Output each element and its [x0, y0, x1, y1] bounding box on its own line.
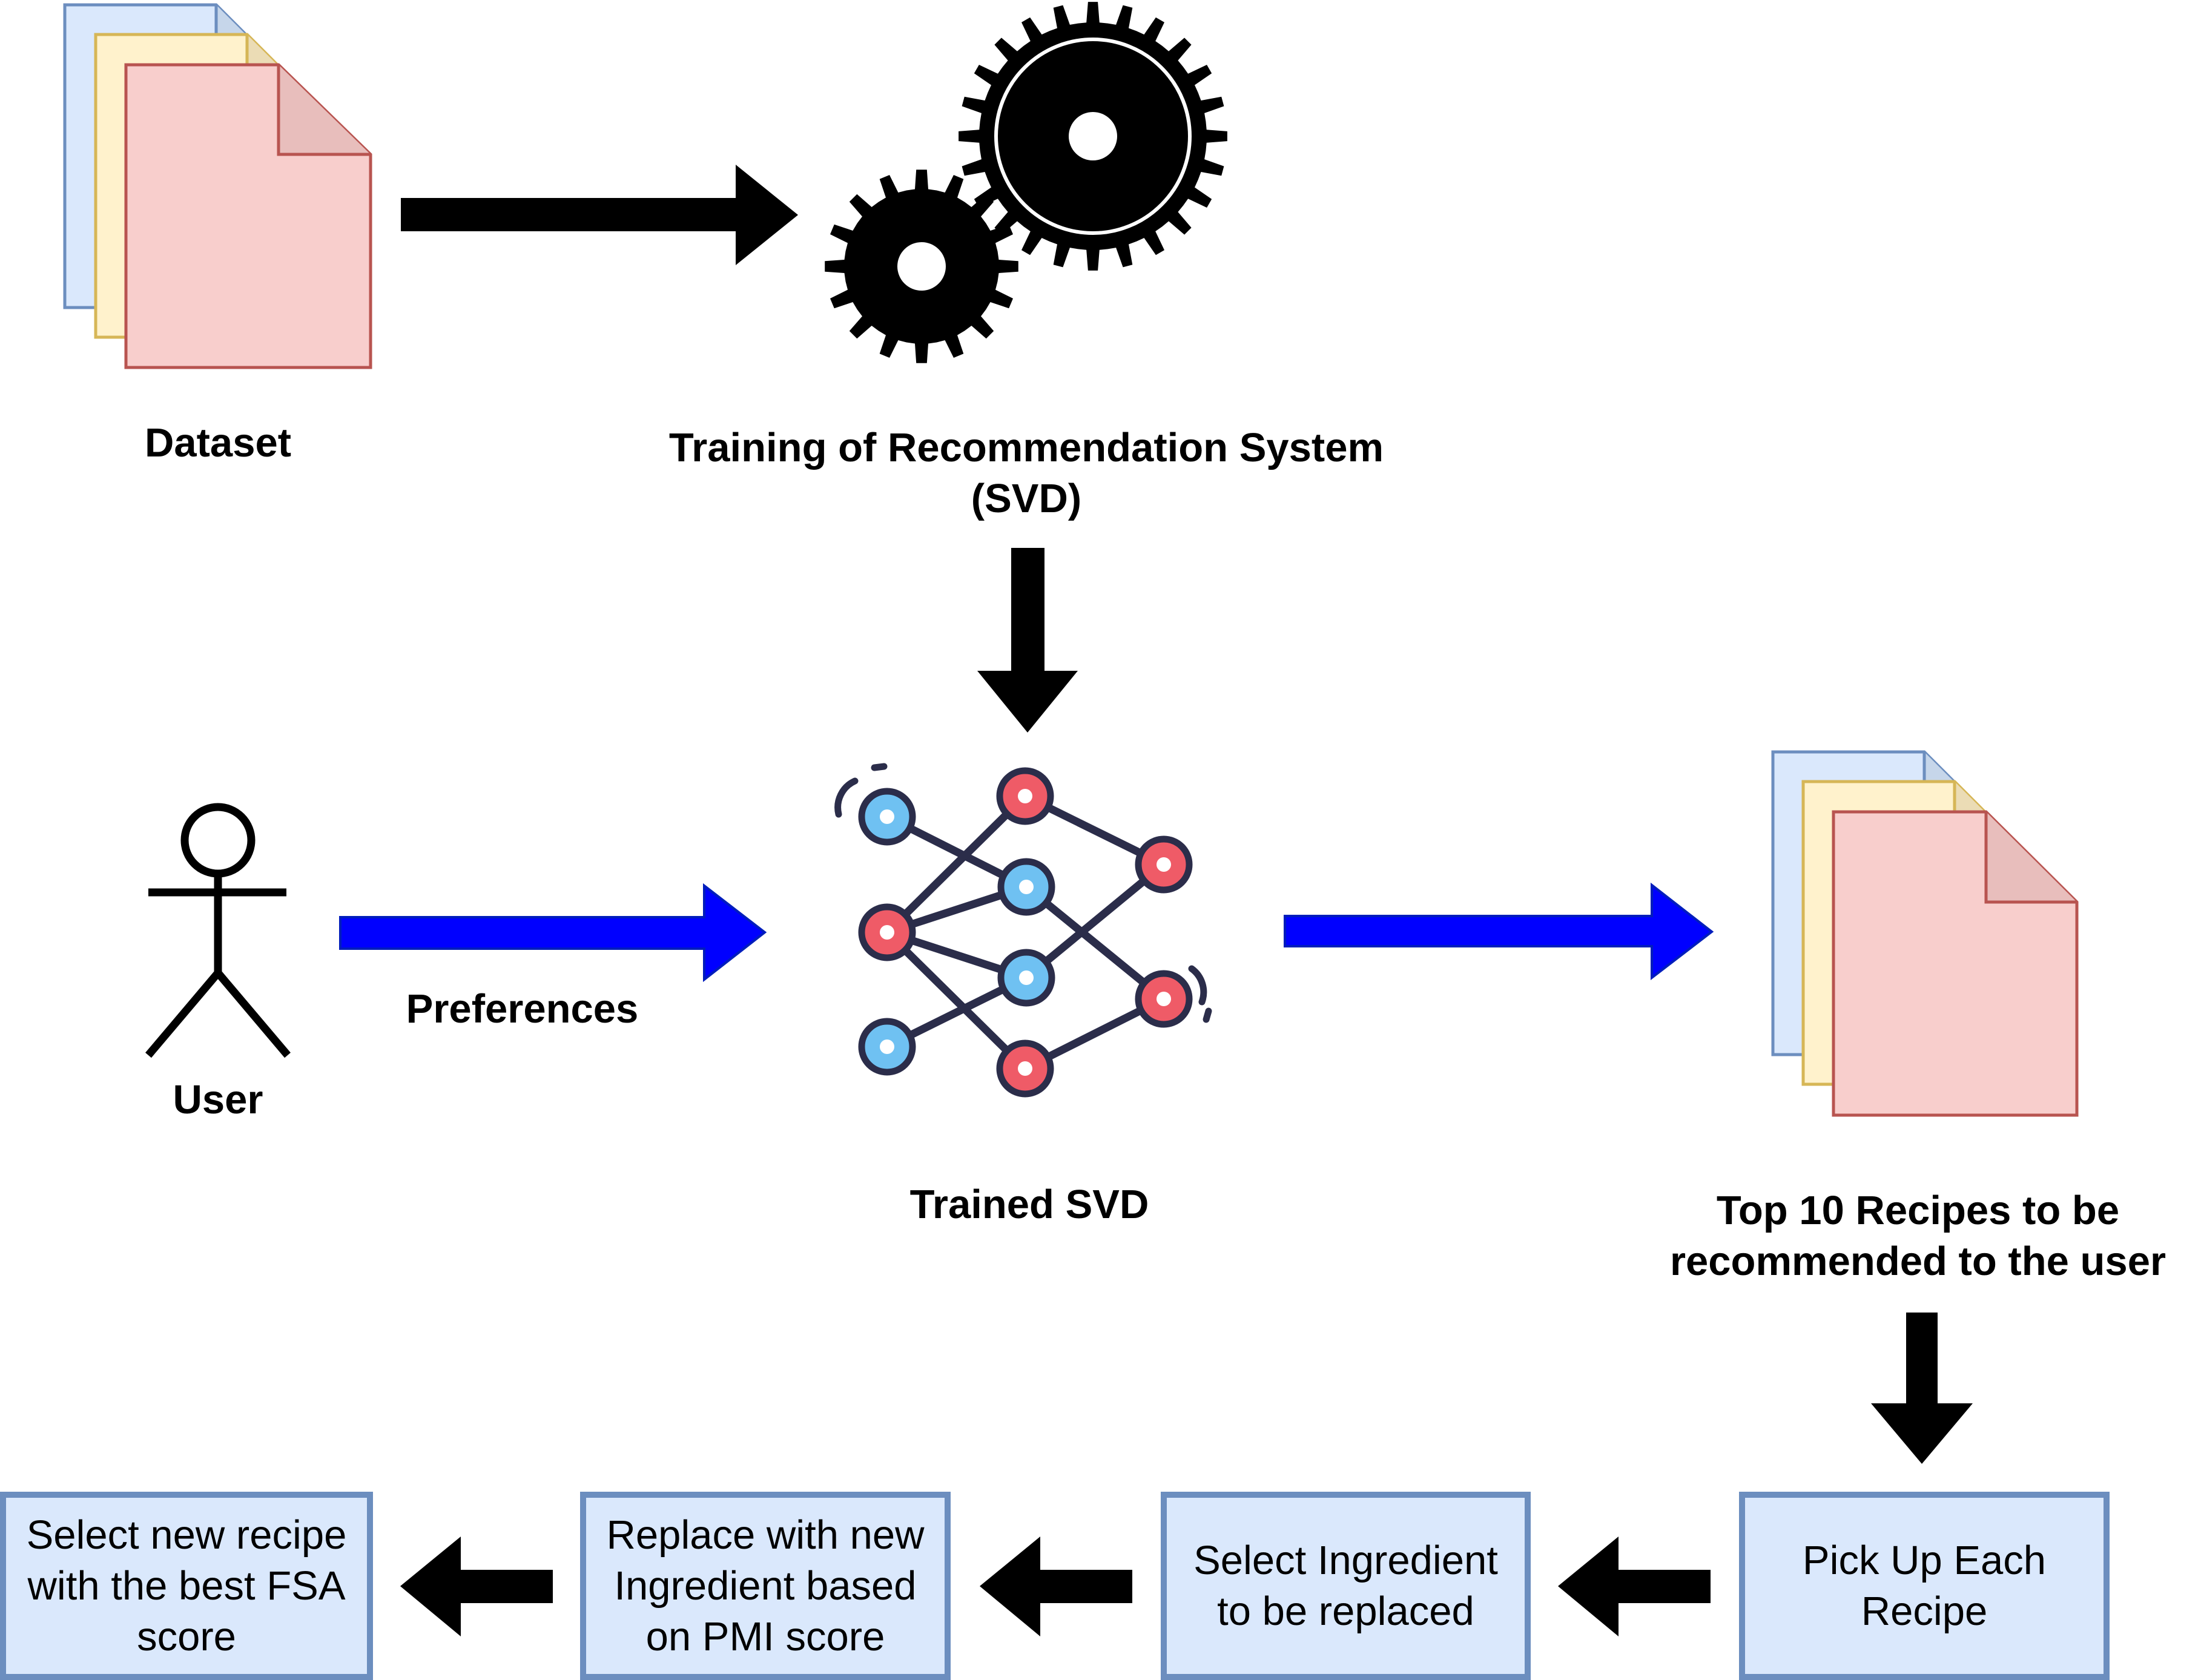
training-label: Training of Recommendation System (SVD) — [606, 423, 1447, 524]
trained-svd-label: Trained SVD — [909, 1182, 1149, 1227]
arrow-svd-to-recipes — [1284, 882, 1714, 981]
select-ingredient-box: Select Ingredient to be replaced — [1161, 1492, 1531, 1680]
neural-network-icon — [834, 763, 1212, 1098]
replace-line3: on PMI score — [645, 1613, 885, 1659]
arrow-dataset-to-training — [401, 165, 798, 265]
pick-up-each-recipe-box: Pick Up Each Recipe — [1739, 1492, 2110, 1680]
pick-up-line2: Recipe — [1861, 1588, 1988, 1634]
top-recipes-label: Top 10 Recipes to be recommended to the … — [1635, 1185, 2201, 1287]
user-stick-figure-icon — [145, 803, 291, 1058]
gears-icon — [825, 2, 1227, 363]
user-label: User — [173, 1077, 263, 1122]
arrow-replace-to-select-recipe — [400, 1537, 553, 1636]
select-ingredient-line2: to be replaced — [1217, 1588, 1474, 1634]
arrow-select-ingredient-to-replace — [980, 1537, 1132, 1636]
pick-up-line1: Pick Up Each — [1802, 1537, 2047, 1583]
arrow-recipes-to-pickup — [1871, 1313, 1973, 1464]
arrow-preferences — [339, 883, 767, 983]
select-recipe-line2: with the best FSA — [27, 1563, 346, 1609]
top-recipes-documents-icon — [1771, 750, 2079, 1117]
preferences-label: Preferences — [406, 986, 639, 1032]
dataset-documents-icon — [63, 3, 372, 369]
dataset-label: Dataset — [144, 420, 292, 466]
select-new-recipe-box: Select new recipe with the best FSA scor… — [0, 1492, 373, 1680]
training-label-line1: Training of Recommendation System — [668, 425, 1384, 470]
select-recipe-line3: score — [137, 1613, 236, 1659]
arrow-training-to-svd — [977, 548, 1078, 733]
select-recipe-line1: Select new recipe — [26, 1512, 347, 1558]
replace-ingredient-box: Replace with new Ingredient based on PMI… — [580, 1492, 951, 1680]
top-recipes-label-line1: Top 10 Recipes to be — [1716, 1188, 2120, 1233]
training-label-line2: (SVD) — [971, 476, 1082, 521]
replace-line1: Replace with new — [606, 1512, 925, 1558]
arrow-pickup-to-select-ingredient — [1558, 1537, 1711, 1636]
replace-line2: Ingredient based — [614, 1563, 917, 1609]
select-ingredient-line1: Select Ingredient — [1193, 1537, 1498, 1583]
top-recipes-label-line2: recommended to the user — [1669, 1239, 2166, 1284]
